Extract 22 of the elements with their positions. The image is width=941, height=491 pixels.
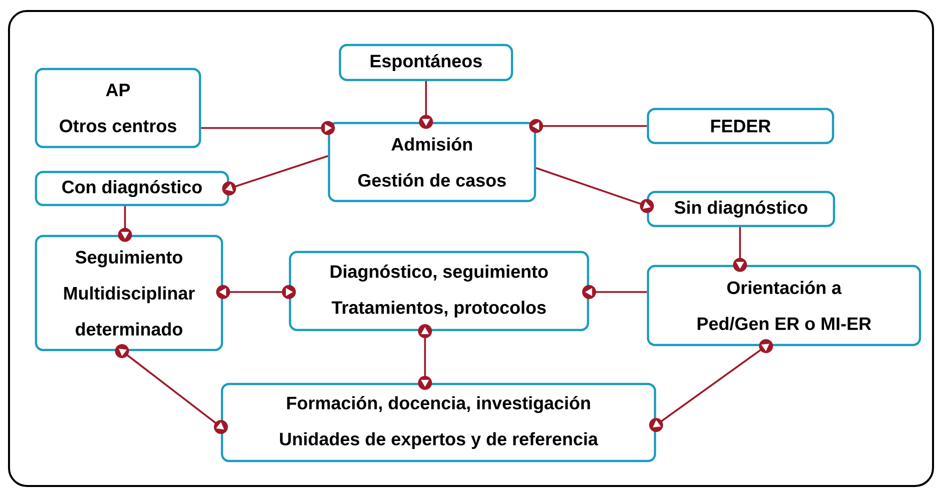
process-box: Sin diagnóstico — [646, 190, 836, 228]
arrow — [201, 121, 335, 135]
arrow — [733, 227, 747, 272]
arrow — [419, 81, 433, 129]
process-box: Con diagnóstico — [34, 170, 230, 206]
arrow — [418, 324, 432, 390]
process-box: Diagnóstico, seguimiento Tratamientos, protocolos — [288, 250, 590, 332]
process-box: FEDER — [646, 108, 834, 144]
arrow — [536, 167, 654, 213]
process-box: Orientación a Ped/Gen ER o MI-ER — [646, 264, 922, 346]
arrow — [529, 119, 647, 133]
arrow — [216, 285, 296, 299]
arrow — [118, 206, 132, 242]
arrow — [222, 155, 328, 196]
process-box: Admisión Gestión de casos — [328, 122, 536, 202]
arrow — [582, 285, 647, 299]
arrow — [115, 344, 228, 434]
process-box: Seguimiento Multidisciplinar determinado — [34, 234, 224, 352]
process-box: Formación, docencia, investigación Unidades de expertos y de referencia — [220, 382, 656, 462]
process-box: AP Otros centros — [34, 68, 202, 148]
arrow — [649, 339, 773, 432]
process-box: Espontáneos — [338, 44, 514, 82]
